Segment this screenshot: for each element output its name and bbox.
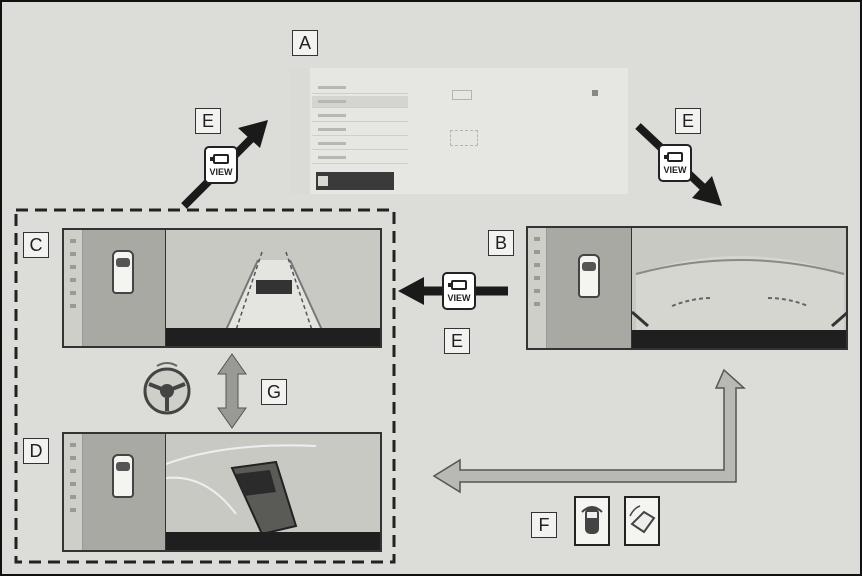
front-camera-view-icon[interactable]: [574, 496, 610, 546]
screen-d-side-view: [62, 432, 382, 552]
label-e-middle: E: [444, 328, 470, 354]
label-a: A: [292, 30, 318, 56]
view-button-text: VIEW: [444, 293, 474, 303]
screen-a-settings-menu: [290, 68, 628, 194]
vehicle-top-icon: [578, 254, 600, 298]
label-g: G: [261, 379, 287, 405]
view-button-text: VIEW: [206, 167, 236, 177]
label-e-top-right: E: [675, 108, 701, 134]
vehicle-top-icon: [112, 454, 134, 498]
arrow-c-d-toggle: [218, 354, 246, 428]
view-button-text: VIEW: [660, 165, 690, 175]
vehicle-top-icon: [112, 250, 134, 294]
label-c: C: [23, 232, 49, 258]
label-b: B: [488, 230, 514, 256]
arrow-f-loop: [434, 370, 744, 492]
view-button-to-c[interactable]: VIEW: [442, 272, 476, 310]
screen-c-front-view: [62, 228, 382, 348]
label-e-top-left: E: [195, 108, 221, 134]
view-button-to-b[interactable]: VIEW: [658, 144, 692, 182]
camera-icon: [451, 280, 467, 290]
view-button-to-a[interactable]: VIEW: [204, 146, 238, 184]
label-d: D: [23, 438, 49, 464]
label-f: F: [531, 512, 557, 538]
camera-icon: [667, 152, 683, 162]
screen-b-rear-view: [526, 226, 848, 350]
steering-wheel-icon: [140, 360, 194, 416]
side-clearance-view-icon[interactable]: [624, 496, 660, 546]
camera-icon: [213, 154, 229, 164]
